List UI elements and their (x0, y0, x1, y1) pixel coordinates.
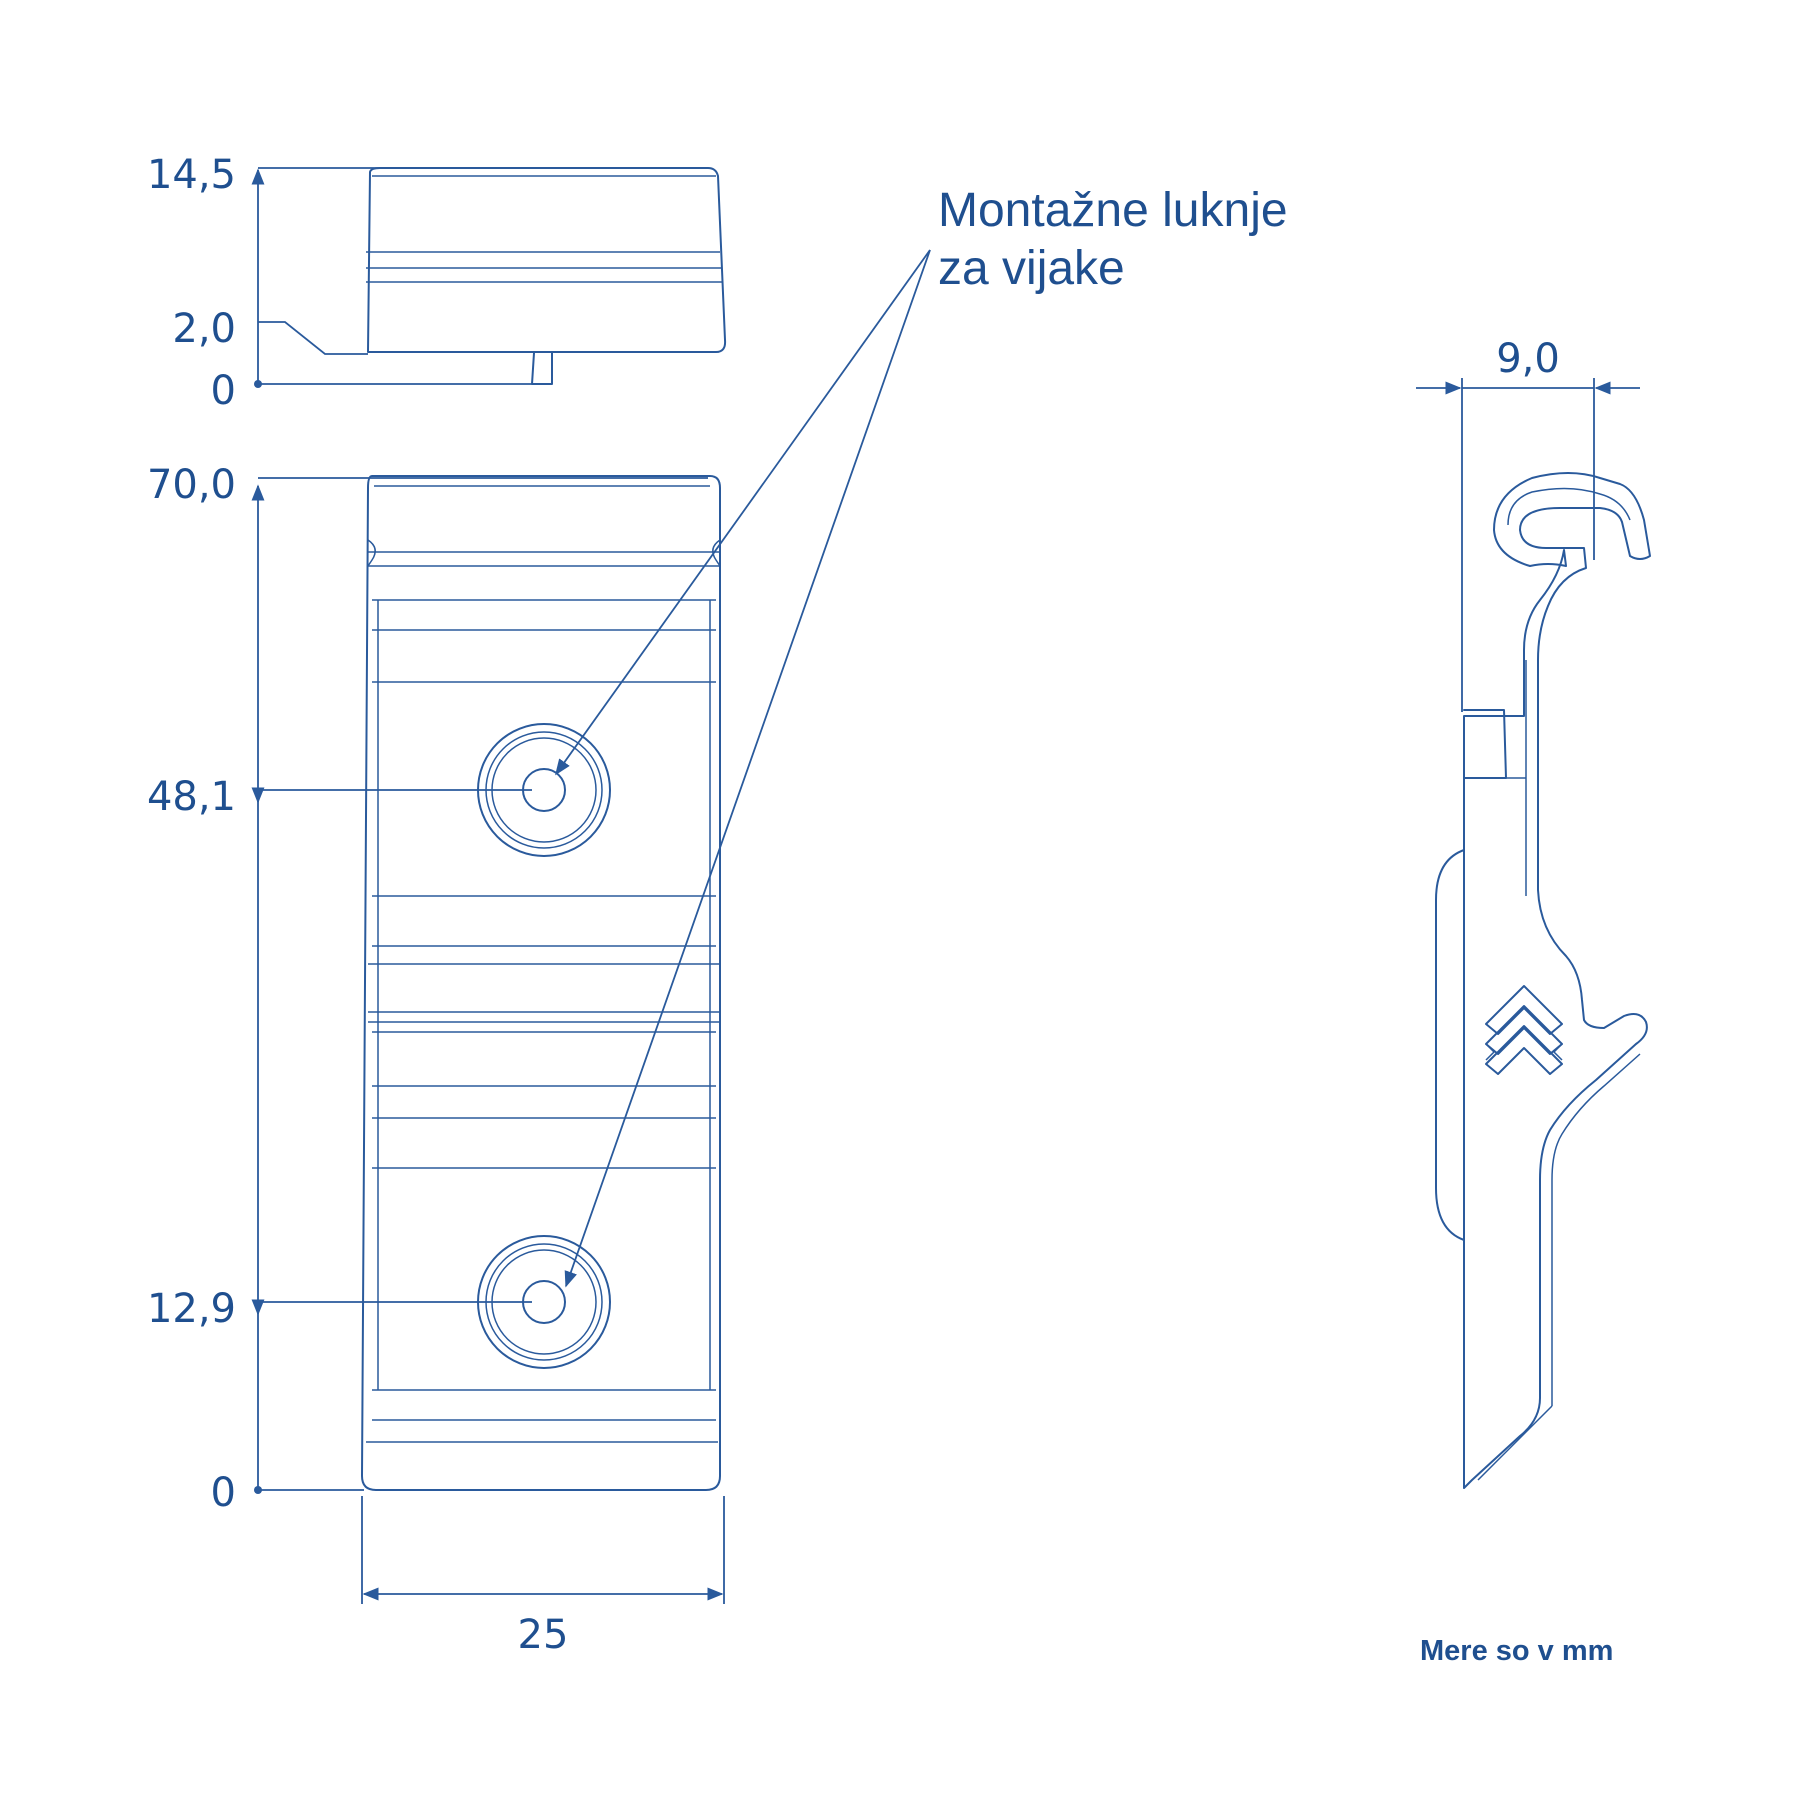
units-note: Mere so v mm (1420, 1635, 1613, 1667)
callout-leaders (555, 249, 931, 1288)
dim-front-zero: 0 (211, 1470, 236, 1516)
top-view-body (367, 167, 727, 353)
dim-front-70-0: 70,0 (147, 462, 236, 508)
dim-front-12-9: 12,9 (147, 1286, 236, 1332)
dim-top-2-0: 2,0 (172, 306, 236, 352)
side-view (1416, 378, 1651, 1489)
brand-logo-chevrons (1485, 985, 1563, 1075)
top-view (251, 167, 727, 388)
side-view-bump (1435, 849, 1465, 1241)
side-view-tab (1463, 709, 1507, 779)
dim-side-depth: 9,0 (1496, 336, 1560, 382)
front-view-body (361, 475, 721, 1491)
dim-front-48-1: 48,1 (147, 774, 236, 820)
callout-line-1: Montažne luknje (938, 184, 1288, 237)
side-view-profile (1463, 472, 1651, 1489)
top-view-pin (531, 352, 553, 385)
dim-top-14-5: 14,5 (147, 152, 236, 198)
dim-top-zero: 0 (211, 368, 236, 414)
callout-line-2: za vijake (938, 242, 1125, 295)
dim-front-width: 25 (518, 1612, 569, 1658)
front-view (251, 475, 725, 1604)
